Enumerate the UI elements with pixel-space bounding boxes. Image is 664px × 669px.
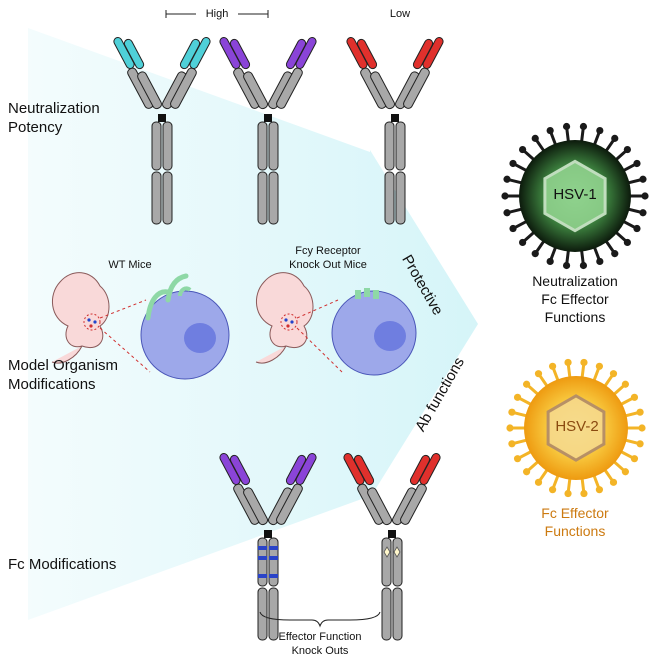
hsv2-caption-line2: Functions <box>544 523 606 539</box>
row-label-fc: Fc Modifications <box>8 556 117 573</box>
ko-cell-icon <box>331 288 417 376</box>
hsv1-caption-line1: Neutralization <box>532 273 618 289</box>
antibody-fc-knockout-icon <box>343 453 441 641</box>
effector-label-line2: Knock Outs <box>291 645 349 657</box>
wt-zoom-lines <box>99 299 151 373</box>
row-label-model: Model Organism Modifications <box>8 357 119 393</box>
hsv1-virus-icon <box>501 122 649 270</box>
hsv1-name: HSV-1 <box>553 186 597 203</box>
row-label-neutralization: Neutralization Potency <box>8 100 100 136</box>
wt-mice-label: WT Mice <box>108 259 152 271</box>
low-label: Low <box>389 8 411 20</box>
effector-label-line1: Effector Function <box>278 631 362 643</box>
antibody-low-red-icon <box>346 37 444 225</box>
fcy-label-line1: Fcy Receptor <box>295 245 361 257</box>
hsv2-name: HSV-2 <box>555 418 599 435</box>
ko-mouse-icon <box>255 272 314 364</box>
ko-zoom-lines <box>296 299 343 373</box>
effector-brace <box>259 611 381 628</box>
high-bracket <box>165 10 269 18</box>
antibody-high-cyan-icon <box>113 37 211 225</box>
hsv1-caption-line3: Functions <box>544 309 606 325</box>
fcy-label-line2: Knock Out Mice <box>289 259 367 271</box>
hsv2-virus-icon <box>506 358 646 498</box>
hsv2-caption-line1: Fc Effector <box>541 505 609 521</box>
wt-cell-icon <box>140 273 230 380</box>
antibody-high-purple-icon <box>219 37 317 225</box>
high-label: High <box>205 8 229 20</box>
hsv1-caption-line2: Fc Effector <box>541 291 609 307</box>
wt-mouse-icon <box>51 272 110 364</box>
antibody-fc-mutant-icon <box>219 453 317 641</box>
